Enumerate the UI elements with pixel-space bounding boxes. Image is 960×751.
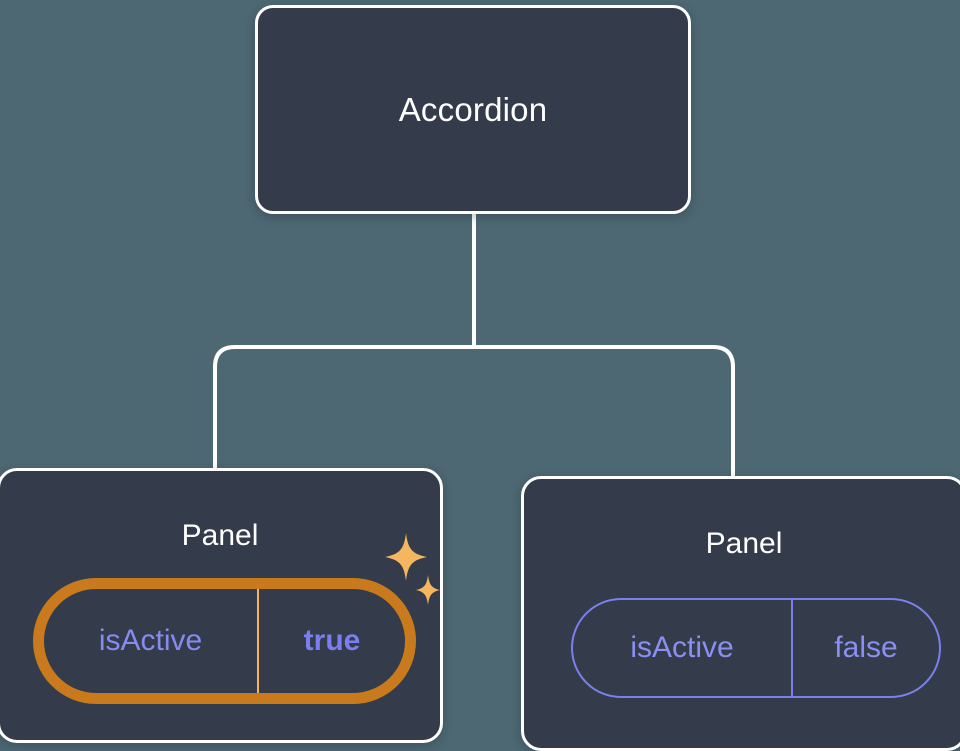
prop-value-false: false — [791, 600, 939, 696]
prop-pill-isactive-true[interactable]: isActive true — [33, 578, 416, 704]
component-tree-diagram: Accordion Panel isActive true Panel isAc… — [0, 5, 960, 751]
prop-pill-isactive-false[interactable]: isActive false — [571, 598, 941, 698]
node-label-panel-active: Panel — [181, 519, 259, 552]
tree-node-accordion[interactable]: Accordion — [255, 5, 691, 214]
node-label-accordion: Accordion — [398, 91, 548, 128]
tree-node-panel-inactive[interactable]: Panel isActive false — [521, 476, 960, 751]
edge-children-bus — [213, 345, 735, 478]
prop-value-true: true — [257, 589, 405, 693]
prop-key-isactive: isActive — [98, 624, 203, 657]
prop-key-isactive: isActive — [630, 631, 734, 664]
tree-node-panel-active[interactable]: Panel isActive true — [0, 468, 443, 743]
prop-pill-inner: isActive true — [44, 589, 405, 693]
node-label-panel-inactive: Panel — [705, 527, 783, 560]
